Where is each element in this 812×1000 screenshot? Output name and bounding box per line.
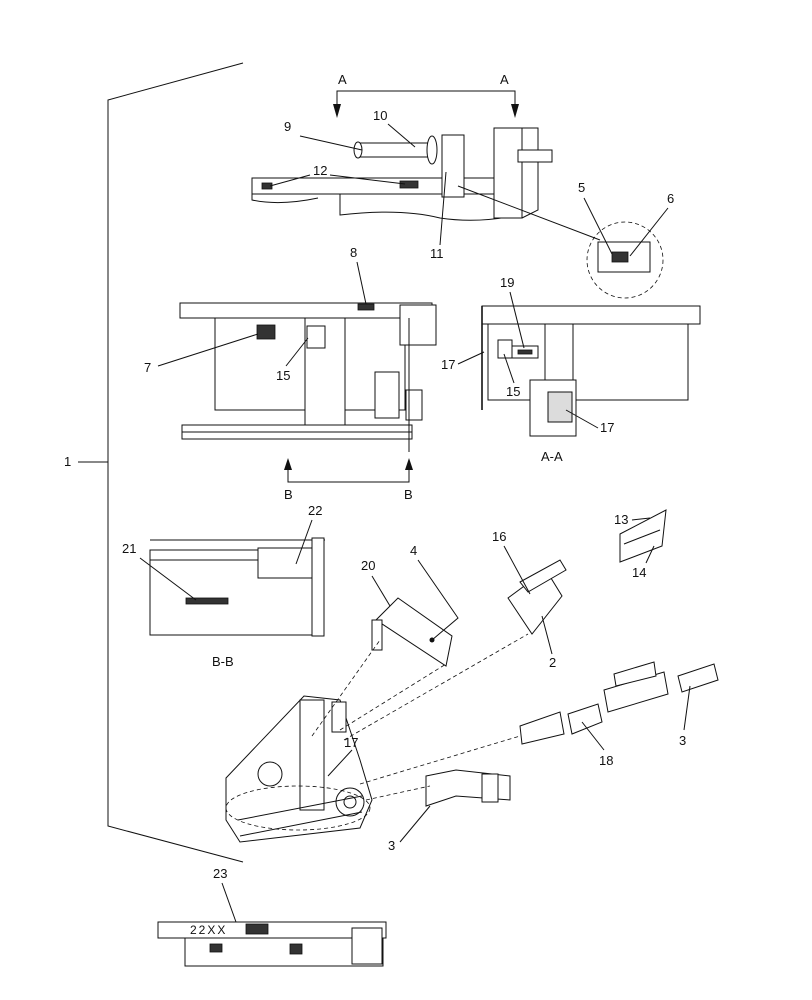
callout-11: 11 <box>430 246 444 261</box>
callout-17c: 17 <box>344 735 358 750</box>
callout-1: 1 <box>64 454 71 469</box>
view-label-a-a: A-A <box>541 449 563 464</box>
callout-7: 7 <box>144 360 151 375</box>
section-b-marker: B B <box>284 458 413 502</box>
callout-23: 23 <box>213 866 227 881</box>
view-a-a <box>481 305 701 437</box>
bottom-rail-view: 22XX 23 <box>157 866 387 967</box>
chain-case: 17 <box>225 695 373 843</box>
top-view-callouts: 9 10 12 11 <box>269 108 601 261</box>
callout-17a: 17 <box>441 357 455 372</box>
callout-16: 16 <box>492 529 506 544</box>
bracket-3-lower: 3 <box>388 769 511 853</box>
section-a-marker: A A <box>333 72 519 118</box>
callout-18: 18 <box>599 753 613 768</box>
view-b-b: 22 21 B-B <box>122 503 325 669</box>
callout-3a: 3 <box>679 733 686 748</box>
section-b-right-label: B <box>404 487 413 502</box>
section-a-left-label: A <box>338 72 347 87</box>
bracket-16: 16 2 <box>492 529 567 670</box>
callout-6: 6 <box>667 191 674 206</box>
callout-3b: 3 <box>388 838 395 853</box>
callout-15a: 15 <box>276 368 290 383</box>
view-a-a-callouts: 19 17 15 17 A-A <box>441 275 614 464</box>
callout-21: 21 <box>122 541 136 556</box>
view-label-b-b: B-B <box>212 654 234 669</box>
callout-15b: 15 <box>506 384 520 399</box>
callout-20: 20 <box>361 558 375 573</box>
callout-19: 19 <box>500 275 514 290</box>
callout-2: 2 <box>549 655 556 670</box>
decal-13-14: 13 14 <box>614 509 667 580</box>
callout-17b: 17 <box>600 420 614 435</box>
detail-circle: 5 6 <box>578 180 674 299</box>
callout-12: 12 <box>313 163 327 178</box>
decals-right: 18 3 <box>519 661 719 768</box>
callout-10: 10 <box>373 108 387 123</box>
callout-13: 13 <box>614 512 628 527</box>
callout-5: 5 <box>578 180 585 195</box>
dashed-leaders <box>311 633 529 801</box>
top-rail-view <box>251 127 553 221</box>
side-panel-callouts: 8 7 15 <box>144 245 367 383</box>
section-a-right-label: A <box>500 72 509 87</box>
callout-22: 22 <box>308 503 322 518</box>
assembly-bracket: 1 <box>64 62 244 863</box>
side-panel-view <box>179 302 437 452</box>
callout-14: 14 <box>632 565 646 580</box>
callout-9: 9 <box>284 119 291 134</box>
section-b-left-label: B <box>284 487 293 502</box>
decal-text: 22XX <box>190 923 227 937</box>
bracket-20: 20 4 <box>361 543 459 667</box>
callout-8: 8 <box>350 245 357 260</box>
callout-4: 4 <box>410 543 417 558</box>
